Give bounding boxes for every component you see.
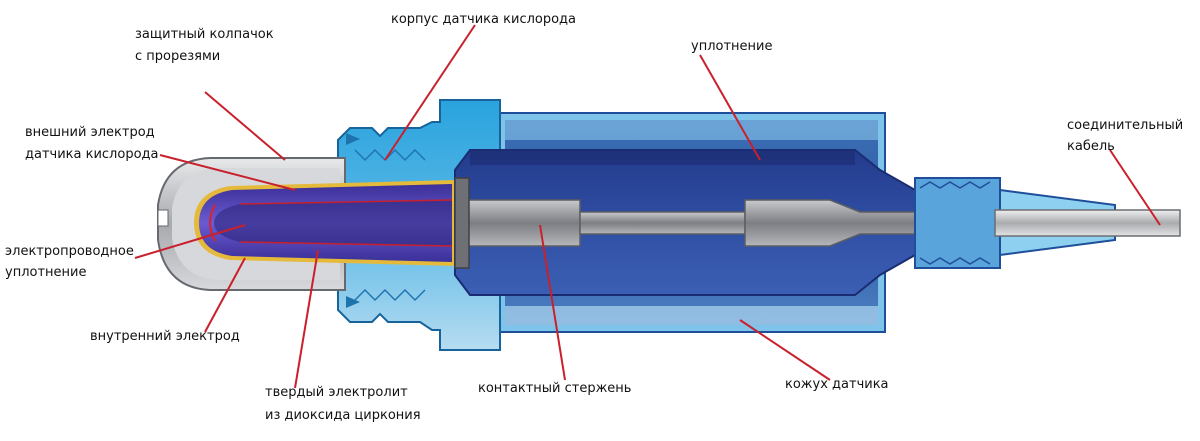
label-sensor-body: корпус датчика кислорода <box>391 12 576 27</box>
label-conductive-seal-line2: уплотнение <box>5 265 86 280</box>
electrolyte-thimble-shape <box>194 180 455 266</box>
label-cable-line2: кабель <box>1067 139 1115 154</box>
connecting-cable-shape <box>994 209 1181 237</box>
leader-line-body <box>384 24 476 161</box>
label-outer-electrode-line1: внешний электрод <box>25 125 155 140</box>
leader-line-cable <box>1109 149 1161 226</box>
label-electrolyte-line2: из диоксида циркония <box>265 408 421 423</box>
leader-line-inner-electrode <box>204 257 246 333</box>
leader-lines <box>134 24 1161 389</box>
leader-line-outer-electrode <box>159 154 296 191</box>
label-cable-line1: соединительный <box>1067 118 1183 133</box>
leader-line-electrolyte <box>294 249 319 389</box>
leader-line-housing <box>739 319 831 381</box>
leader-line-contact-rod <box>539 224 566 381</box>
contact-rod-shape <box>454 177 921 269</box>
label-inner-electrode: внутренний электрод <box>90 329 240 344</box>
leader-line-conductive-seal <box>134 224 246 259</box>
labels: защитный колпачок с прорезями корпус дат… <box>5 12 1183 423</box>
leader-line-cap <box>204 91 286 161</box>
label-electrolyte-line1: твердый электролит <box>265 385 408 400</box>
leader-line-seal <box>699 54 761 161</box>
label-conductive-seal-line1: электропроводное <box>5 244 134 259</box>
label-housing: кожух датчика <box>785 377 889 392</box>
label-cap-line1: защитный колпачок <box>135 27 274 42</box>
label-seal: уплотнение <box>691 39 772 54</box>
label-contact-rod: контактный стержень <box>478 381 631 396</box>
label-outer-electrode-line2: датчика кислорода <box>25 147 158 162</box>
label-cap-line2: с прорезями <box>135 49 220 64</box>
